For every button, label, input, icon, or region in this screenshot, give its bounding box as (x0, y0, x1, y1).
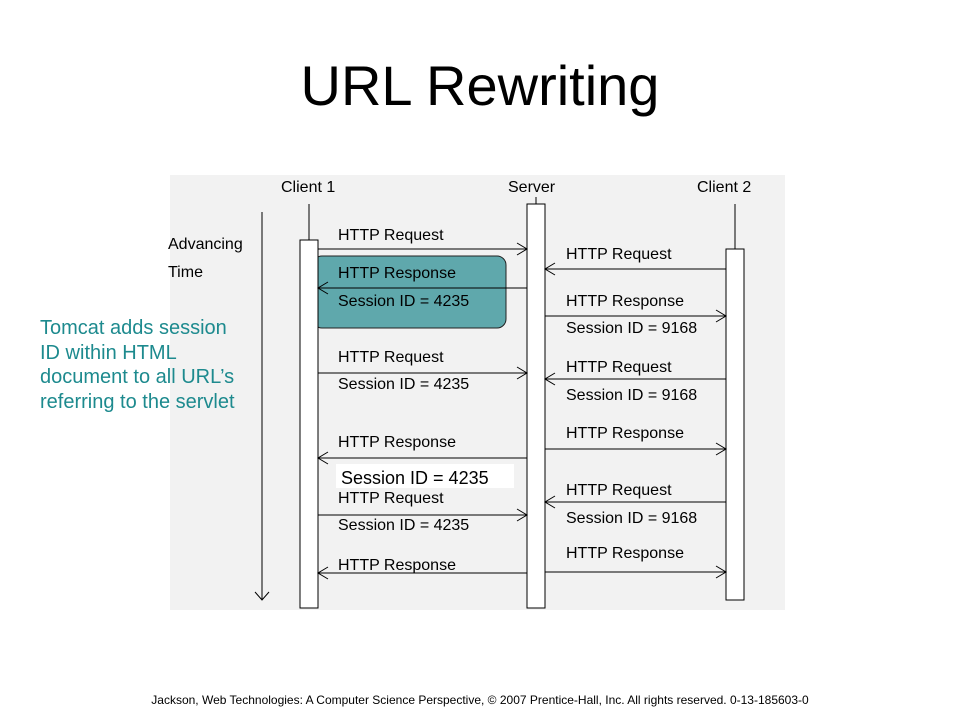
client-2-activation-bar (725, 248, 745, 601)
left-message-5-line-1: HTTP Request (338, 490, 444, 507)
time-axis-arrowhead (254, 591, 270, 601)
left-arrow-5 (318, 508, 528, 522)
left-arrow-4 (317, 451, 527, 465)
added-session-id-label: Session ID = 4235 (341, 468, 489, 488)
right-arrow-5 (544, 495, 726, 509)
client-1-activation-bar (299, 239, 319, 609)
time-axis-label-line-2: Time (168, 264, 203, 281)
left-arrow-6 (317, 566, 527, 580)
participant-client-2: Client 2 (697, 179, 751, 196)
left-arrow-2 (317, 281, 527, 295)
left-arrow-3 (318, 366, 528, 380)
right-message-2-line-1: HTTP Response (566, 293, 684, 310)
left-message-4-line-1: HTTP Response (338, 434, 456, 451)
right-message-5-line-2: Session ID = 9168 (566, 510, 697, 527)
participant-server: Server (508, 179, 556, 196)
right-message-4-line-1: HTTP Response (566, 425, 684, 442)
left-message-6-line-1: HTTP Response (338, 557, 456, 574)
participant-client-1: Client 1 (281, 179, 335, 196)
right-arrow-3 (544, 372, 726, 386)
added-session-id-label-background (336, 464, 514, 488)
annotation-note: Tomcat adds session ID within HTML docum… (40, 317, 235, 413)
right-arrow-4 (545, 442, 727, 456)
left-message-3-line-2: Session ID = 4235 (338, 376, 469, 393)
right-message-3-line-1: HTTP Request (566, 359, 672, 376)
left-message-2-line-2: Session ID = 4235 (338, 293, 469, 310)
server-activation-bar (526, 203, 546, 609)
right-message-6-line-1: HTTP Response (566, 545, 684, 562)
left-message-1-line-1: HTTP Request (338, 227, 444, 244)
diagram-background (170, 175, 785, 610)
left-arrow-1 (318, 242, 528, 256)
right-message-1-line-1: HTTP Request (566, 246, 672, 263)
left-message-5-line-2: Session ID = 4235 (338, 517, 469, 534)
right-message-5-line-1: HTTP Request (566, 482, 672, 499)
right-arrow-6 (545, 565, 727, 579)
right-message-3-line-2: Session ID = 9168 (566, 387, 697, 404)
right-message-2-line-2: Session ID = 9168 (566, 320, 697, 337)
left-message-2-line-1: HTTP Response (338, 265, 456, 282)
slide-title: URL Rewriting (300, 54, 660, 117)
left-message-3-line-1: HTTP Request (338, 349, 444, 366)
right-arrow-2 (545, 309, 727, 323)
copyright-footer: Jackson, Web Technologies: A Computer Sc… (151, 693, 809, 707)
right-arrow-1 (544, 262, 726, 276)
time-axis-label-line-1: Advancing (168, 236, 243, 253)
